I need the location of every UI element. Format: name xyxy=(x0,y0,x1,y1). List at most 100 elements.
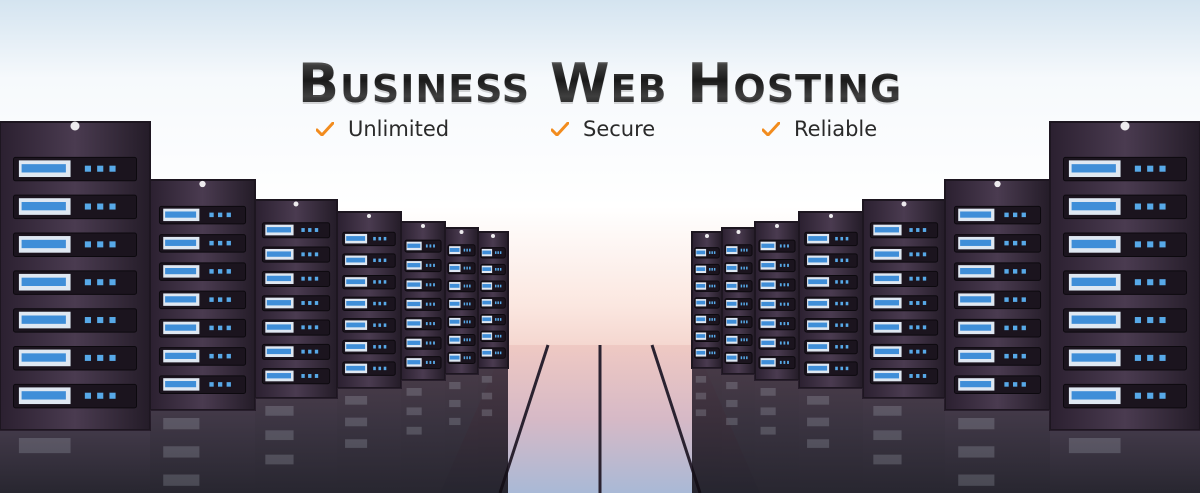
server-unit xyxy=(953,205,1042,225)
server-unit xyxy=(342,231,396,247)
server-unit xyxy=(261,222,331,239)
rack-light xyxy=(705,234,709,238)
feature-label: Secure xyxy=(583,117,656,141)
rack-reflection xyxy=(150,410,255,493)
server-unit xyxy=(261,343,331,360)
server-unit xyxy=(447,262,476,275)
server-unit xyxy=(480,330,506,343)
server-unit xyxy=(804,274,858,290)
server-unit xyxy=(804,339,858,355)
server-unit xyxy=(13,156,137,182)
server-unit xyxy=(480,280,506,292)
server-unit xyxy=(158,262,247,281)
server-unit xyxy=(869,270,939,287)
right-server-racks xyxy=(691,121,1200,493)
server-unit xyxy=(447,244,476,257)
server-unit xyxy=(804,296,858,311)
rack-light xyxy=(1120,121,1130,131)
server-unit xyxy=(404,336,442,350)
server-unit xyxy=(158,318,247,338)
rack-reflection xyxy=(799,388,863,493)
rack-reflection xyxy=(1050,430,1200,493)
server-unit xyxy=(158,290,247,310)
server-unit-reflection xyxy=(695,376,707,383)
server-unit xyxy=(1063,270,1187,295)
server-unit xyxy=(953,234,1042,253)
server-unit xyxy=(953,290,1042,310)
server-unit-reflection xyxy=(481,392,493,400)
server-unit xyxy=(1063,346,1187,371)
server-unit xyxy=(342,361,396,376)
server-unit xyxy=(869,222,939,239)
checkmark-icon xyxy=(762,122,780,136)
server-unit xyxy=(724,280,753,293)
server-unit xyxy=(758,278,796,292)
server-unit-reflection xyxy=(760,388,776,396)
server-unit-reflection xyxy=(265,454,294,465)
server-unit xyxy=(869,246,939,263)
server-unit xyxy=(342,296,396,311)
rack-reflection xyxy=(863,398,945,493)
server-unit xyxy=(404,356,442,370)
server-unit xyxy=(953,375,1042,394)
server-unit xyxy=(342,274,396,290)
server-unit xyxy=(724,262,753,275)
server-unit xyxy=(342,253,396,268)
server-unit xyxy=(404,239,442,253)
server-unit xyxy=(694,297,720,309)
server-unit xyxy=(694,347,720,359)
server-unit-reflection xyxy=(873,430,902,441)
server-unit-reflection xyxy=(695,392,707,400)
server-unit xyxy=(724,351,753,364)
server-unit-reflection xyxy=(760,426,776,435)
server-unit xyxy=(404,278,442,292)
server-unit xyxy=(404,259,442,273)
rack-reflection xyxy=(692,368,722,493)
feature-secure: Secure xyxy=(551,116,655,142)
rack-reflection xyxy=(945,410,1050,493)
server-unit xyxy=(694,247,720,259)
server-unit xyxy=(158,205,247,225)
server-unit xyxy=(158,234,247,253)
rack-light xyxy=(994,180,1001,188)
server-unit xyxy=(1063,194,1187,220)
server-unit xyxy=(758,336,796,350)
server-unit-reflection xyxy=(163,474,200,486)
server-unit xyxy=(404,317,442,331)
server-unit xyxy=(447,333,476,347)
feature-label: Unlimited xyxy=(348,117,450,141)
server-unit xyxy=(724,298,753,311)
server-unit xyxy=(13,270,137,295)
server-unit xyxy=(480,263,506,276)
server-unit xyxy=(804,253,858,268)
server-unit-reflection xyxy=(265,406,294,416)
rack-reflection xyxy=(0,430,150,493)
server-unit-reflection xyxy=(726,417,738,426)
server-unit xyxy=(13,383,137,409)
server-unit xyxy=(1063,383,1187,409)
server-unit-reflection xyxy=(873,454,902,465)
server-unit-reflection xyxy=(406,388,422,396)
rack-light xyxy=(421,224,425,228)
left-server-racks xyxy=(0,121,509,493)
server-unit xyxy=(342,318,396,333)
server-unit xyxy=(261,270,331,287)
server-unit-reflection xyxy=(726,382,738,390)
server-unit-reflection xyxy=(873,406,902,416)
server-unit-reflection xyxy=(163,446,200,458)
rack-reflection xyxy=(755,380,799,493)
server-unit-reflection xyxy=(345,396,368,405)
server-unit xyxy=(480,247,506,259)
server-unit-reflection xyxy=(481,376,493,383)
checkmark-icon xyxy=(316,122,334,136)
server-unit xyxy=(261,368,331,385)
server-unit-reflection xyxy=(406,426,422,435)
server-unit xyxy=(1063,156,1187,182)
rack-reflection xyxy=(401,380,445,493)
rack-light xyxy=(736,230,741,234)
server-unit xyxy=(953,318,1042,338)
server-unit xyxy=(758,356,796,370)
server-unit xyxy=(869,343,939,360)
